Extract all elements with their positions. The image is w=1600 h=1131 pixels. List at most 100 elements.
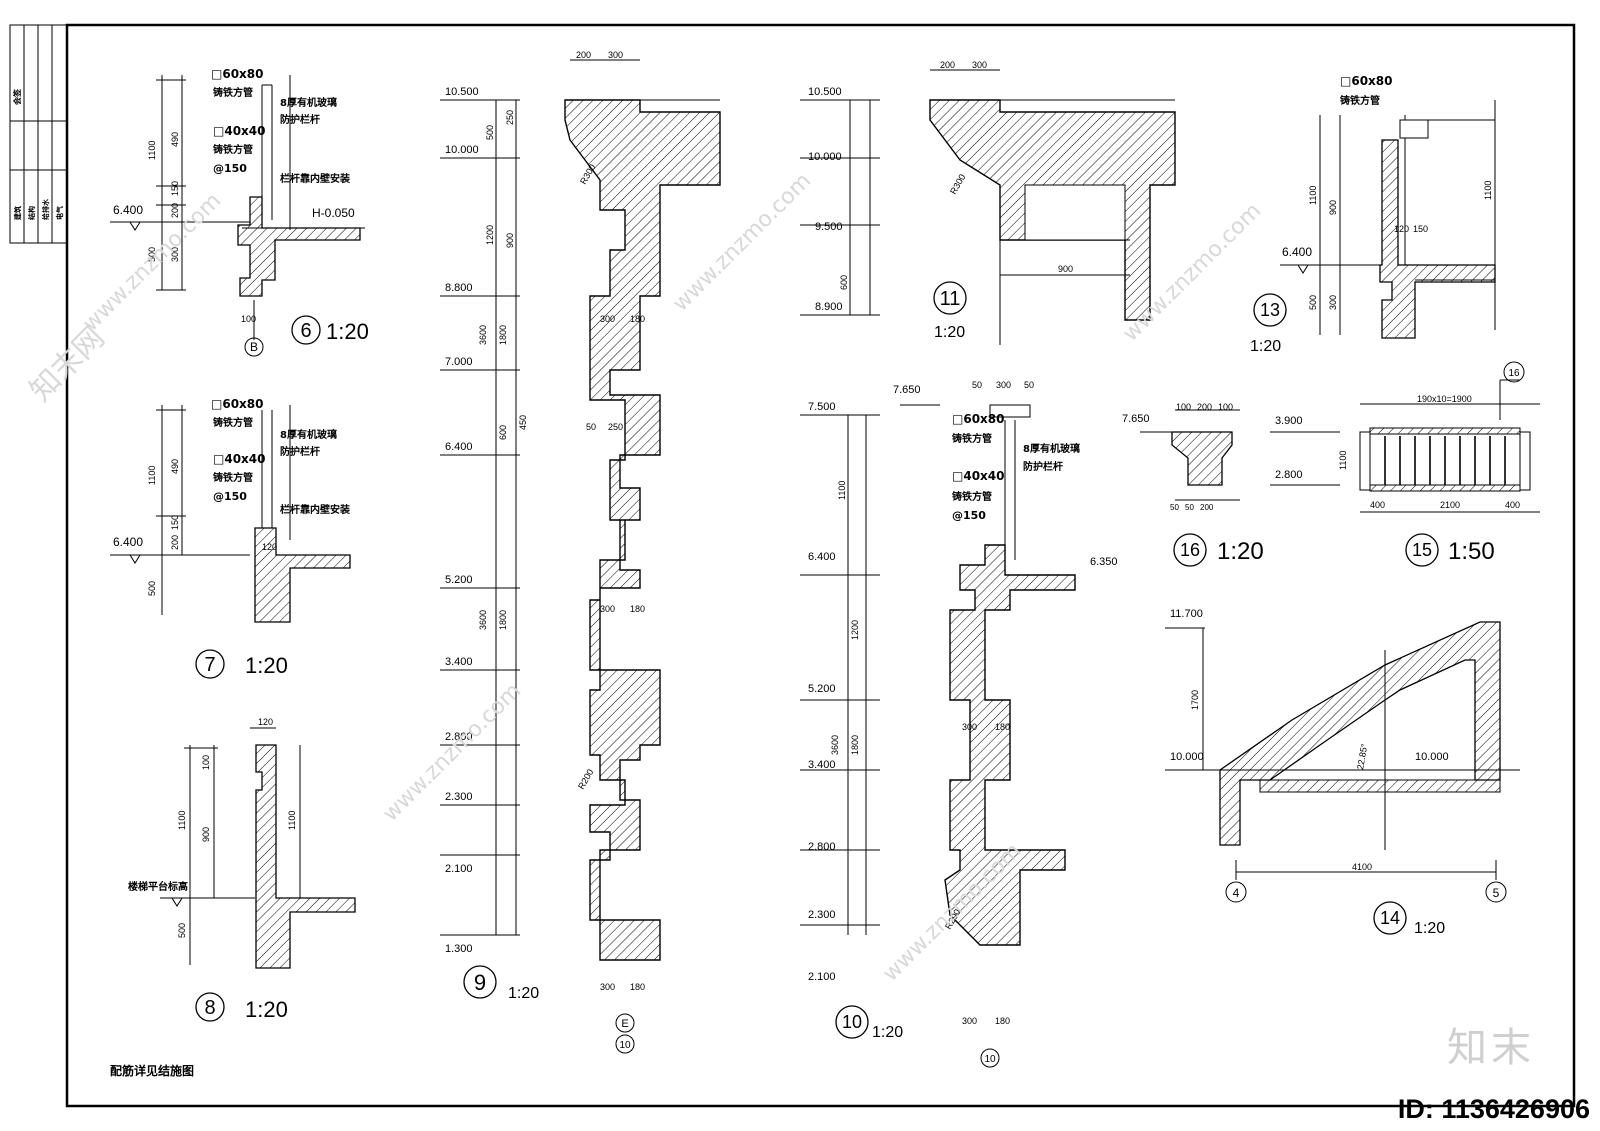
- detail-14: 11.700 10.000 10.000 22.85° 1700 4100 4 …: [1165, 608, 1520, 937]
- watermark-mark: 知末: [1447, 1025, 1535, 1071]
- svg-text:3.900: 3.900: [1275, 415, 1303, 427]
- svg-text:200: 200: [1197, 402, 1212, 412]
- svg-text:R300: R300: [578, 162, 597, 186]
- detail-7-scale: 1:20: [245, 653, 288, 678]
- svg-text:120: 120: [258, 717, 273, 727]
- svg-text:R200: R200: [576, 767, 595, 791]
- sheet-border: [65, 23, 1576, 1108]
- svg-text:900: 900: [505, 233, 515, 248]
- svg-text:H-0.050: H-0.050: [312, 206, 355, 220]
- svg-text:□40x40: □40x40: [213, 124, 265, 138]
- detail-9: 10.500 10.000 8.800 7.000 6.400 5.200 3.…: [440, 50, 721, 1054]
- detail-11: 10.500 10.000 9.500 8.900 200 300 900 R3…: [800, 60, 1176, 345]
- svg-text:@150: @150: [952, 509, 986, 522]
- svg-text:200: 200: [170, 203, 180, 218]
- detail-11-number: 11: [940, 288, 961, 310]
- detail-11-scale: 1:20: [934, 324, 965, 341]
- svg-text:□60x80: □60x80: [211, 67, 263, 81]
- detail-9-number: 9: [474, 970, 486, 995]
- svg-text:900: 900: [1058, 264, 1073, 274]
- svg-text:1100: 1100: [1483, 181, 1493, 200]
- svg-text:铸铁方管: 铸铁方管: [213, 86, 253, 99]
- detail-13-number: 13: [1260, 300, 1280, 320]
- detail-16: 7.650 100 200 100 50 50 200 16 1:20: [1122, 402, 1264, 567]
- svg-text:□60x80: □60x80: [952, 412, 1004, 426]
- svg-text:900: 900: [201, 827, 211, 842]
- svg-text:10: 10: [984, 1054, 996, 1065]
- tb-sign: 会签: [12, 88, 22, 105]
- tb-arch: 建筑: [13, 206, 22, 220]
- svg-text:250: 250: [608, 422, 623, 432]
- footnote: 配筋详见结施图: [110, 1063, 194, 1078]
- detail-9-scale: 1:20: [508, 985, 539, 1002]
- svg-text:6.400: 6.400: [445, 441, 473, 453]
- svg-text:300: 300: [600, 314, 615, 324]
- svg-text:10.000: 10.000: [445, 144, 479, 156]
- svg-text:2.800: 2.800: [445, 731, 473, 743]
- svg-text:300: 300: [972, 60, 987, 70]
- svg-text:16: 16: [1508, 368, 1520, 379]
- svg-text:6.400: 6.400: [1282, 245, 1312, 259]
- svg-text:B: B: [250, 340, 258, 354]
- svg-text:3600: 3600: [478, 610, 488, 630]
- svg-text:楼梯平台标高: 楼梯平台标高: [128, 880, 188, 893]
- svg-text:10.500: 10.500: [808, 86, 842, 98]
- svg-text:1100: 1100: [147, 141, 157, 160]
- svg-text:10.000: 10.000: [1170, 751, 1204, 763]
- detail-6: 6.400 H-0.050 □60x80 铸铁方管 □40x40 铸铁方管 @1…: [110, 67, 369, 357]
- svg-text:500: 500: [1308, 295, 1318, 310]
- svg-text:□60x80: □60x80: [1340, 74, 1392, 88]
- svg-text:□40x40: □40x40: [952, 469, 1004, 483]
- tb-plumb: 给排水: [41, 198, 50, 220]
- svg-text:防护栏杆: 防护栏杆: [280, 445, 320, 458]
- svg-text:200: 200: [170, 535, 180, 550]
- image-id: ID: 1136426906: [1397, 1094, 1590, 1124]
- svg-text:180: 180: [630, 982, 645, 992]
- svg-text:1100: 1100: [837, 481, 847, 500]
- svg-text:4: 4: [1233, 886, 1240, 900]
- detail-10: 7.650 7.500 6.400 5.200 3.400 2.800 2.30…: [800, 380, 1118, 1068]
- svg-text:490: 490: [170, 459, 180, 474]
- svg-text:500: 500: [177, 923, 187, 938]
- svg-text:180: 180: [995, 1016, 1010, 1026]
- detail-16-scale: 1:20: [1217, 538, 1264, 565]
- svg-text:7.000: 7.000: [445, 356, 473, 368]
- detail-16-number: 16: [1180, 540, 1200, 560]
- svg-text:栏杆靠内壁安装: 栏杆靠内壁安装: [280, 172, 350, 185]
- svg-text:1800: 1800: [498, 325, 508, 345]
- detail-7-number: 7: [204, 654, 215, 676]
- svg-text:11.700: 11.700: [1170, 608, 1203, 620]
- svg-text:150: 150: [170, 181, 180, 196]
- detail-6-scale: 1:20: [326, 319, 369, 344]
- svg-text:3600: 3600: [830, 735, 840, 755]
- svg-text:铸铁方管: 铸铁方管: [1340, 94, 1380, 107]
- svg-text:490: 490: [170, 132, 180, 147]
- svg-text:@150: @150: [213, 162, 247, 175]
- svg-text:300: 300: [962, 722, 977, 732]
- detail-13: 6.400 □60x80 铸铁方管 1100 900 500 300 120 1…: [1250, 74, 1496, 355]
- svg-text:R300: R300: [948, 172, 967, 196]
- svg-text:3600: 3600: [478, 325, 488, 345]
- svg-text:8厚有机玻璃: 8厚有机玻璃: [1023, 442, 1080, 455]
- svg-text:120: 120: [262, 542, 277, 552]
- svg-text:8厚有机玻璃: 8厚有机玻璃: [280, 428, 337, 441]
- svg-text:铸铁方管: 铸铁方管: [952, 490, 992, 503]
- svg-text:5.200: 5.200: [808, 683, 836, 695]
- svg-text:5: 5: [1493, 886, 1500, 900]
- svg-text:180: 180: [630, 604, 645, 614]
- svg-text:300: 300: [996, 380, 1011, 390]
- detail-6-number: 6: [300, 320, 311, 342]
- svg-text:300: 300: [170, 247, 180, 262]
- svg-text:8.900: 8.900: [815, 301, 843, 313]
- svg-text:500: 500: [147, 247, 157, 262]
- svg-text:铸铁方管: 铸铁方管: [213, 143, 253, 156]
- svg-text:1100: 1100: [287, 811, 297, 830]
- svg-text:7.650: 7.650: [893, 384, 921, 396]
- detail-15-number: 15: [1412, 540, 1432, 560]
- svg-text:铸铁方管: 铸铁方管: [213, 471, 253, 484]
- svg-text:300: 300: [608, 50, 623, 60]
- svg-text:300: 300: [962, 1016, 977, 1026]
- svg-text:□40x40: □40x40: [213, 452, 265, 466]
- svg-text:50: 50: [972, 380, 982, 390]
